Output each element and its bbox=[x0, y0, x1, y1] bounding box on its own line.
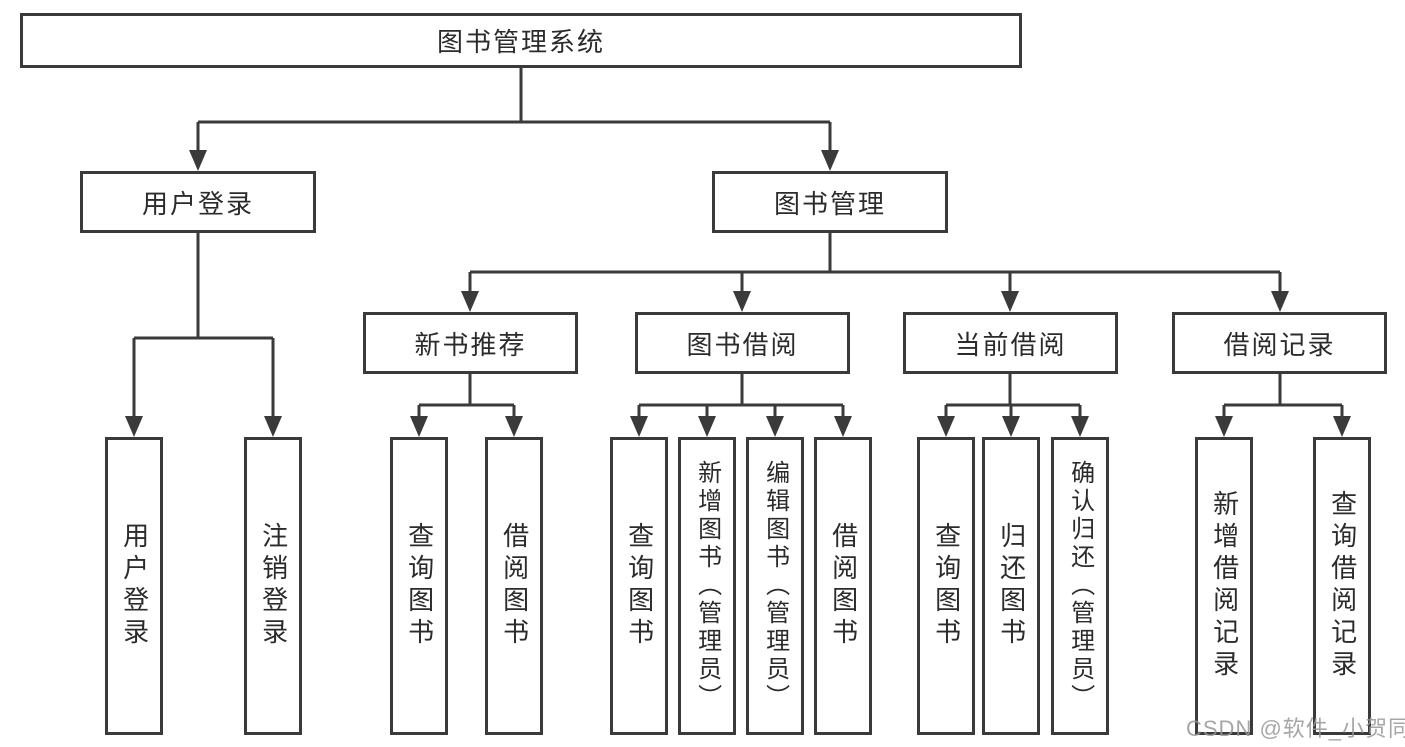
leaf-query-books-current: 查询图书 bbox=[917, 437, 975, 735]
node-label: 借阅记录 bbox=[1223, 329, 1336, 360]
node-label: 新书推荐 bbox=[414, 329, 527, 360]
node-borrow-records: 借阅记录 bbox=[1172, 312, 1387, 374]
node-label: 图书管理 bbox=[773, 188, 886, 219]
leaf-label: 查询图书 bbox=[404, 522, 435, 650]
node-label: 图书借阅 bbox=[686, 329, 799, 360]
node-root: 图书管理系统 bbox=[20, 13, 1022, 68]
node-label: 当前借阅 bbox=[954, 329, 1067, 360]
leaf-add-borrow-record: 新增借阅记录 bbox=[1195, 437, 1253, 735]
leaf-label: 借阅图书 bbox=[499, 522, 530, 650]
node-label: 用户登录 bbox=[141, 188, 254, 219]
leaf-add-book-admin: 新增图书（管理员） bbox=[678, 437, 736, 735]
leaf-borrow-books-recommend: 借阅图书 bbox=[485, 437, 543, 735]
node-user-login: 用户登录 bbox=[80, 171, 316, 233]
node-root-label: 图书管理系统 bbox=[436, 27, 605, 57]
leaf-confirm-return-admin: 确认归还（管理员） bbox=[1051, 437, 1109, 735]
node-book-management: 图书管理 bbox=[712, 171, 948, 233]
leaf-edit-book-admin: 编辑图书（管理员） bbox=[746, 437, 804, 735]
node-current-borrow: 当前借阅 bbox=[903, 312, 1118, 374]
leaf-label: 新增图书（管理员） bbox=[693, 460, 721, 712]
leaf-user-login: 用户登录 bbox=[105, 437, 163, 735]
leaf-logout: 注销登录 bbox=[244, 437, 302, 735]
leaf-label: 查询图书 bbox=[931, 522, 962, 650]
leaf-label: 确认归还（管理员） bbox=[1066, 460, 1094, 712]
leaf-query-books-borrow: 查询图书 bbox=[610, 437, 668, 735]
leaf-label: 查询图书 bbox=[624, 522, 655, 650]
leaf-label: 编辑图书（管理员） bbox=[761, 460, 789, 712]
leaf-label: 查询借阅记录 bbox=[1327, 490, 1358, 682]
leaf-return-book: 归还图书 bbox=[982, 437, 1040, 735]
leaf-query-books-recommend: 查询图书 bbox=[390, 437, 448, 735]
leaf-label: 注销登录 bbox=[258, 522, 289, 650]
leaf-label: 借阅图书 bbox=[828, 522, 859, 650]
leaf-label: 归还图书 bbox=[996, 522, 1027, 650]
watermark: CSDN @软件_小贺同学 bbox=[1186, 716, 1405, 741]
leaf-label: 新增借阅记录 bbox=[1209, 490, 1240, 682]
node-book-borrow: 图书借阅 bbox=[635, 312, 850, 374]
leaf-borrow-books: 借阅图书 bbox=[814, 437, 872, 735]
node-new-book-recommend: 新书推荐 bbox=[363, 312, 578, 374]
leaf-label: 用户登录 bbox=[119, 522, 150, 650]
leaf-query-borrow-record: 查询借阅记录 bbox=[1313, 437, 1371, 735]
